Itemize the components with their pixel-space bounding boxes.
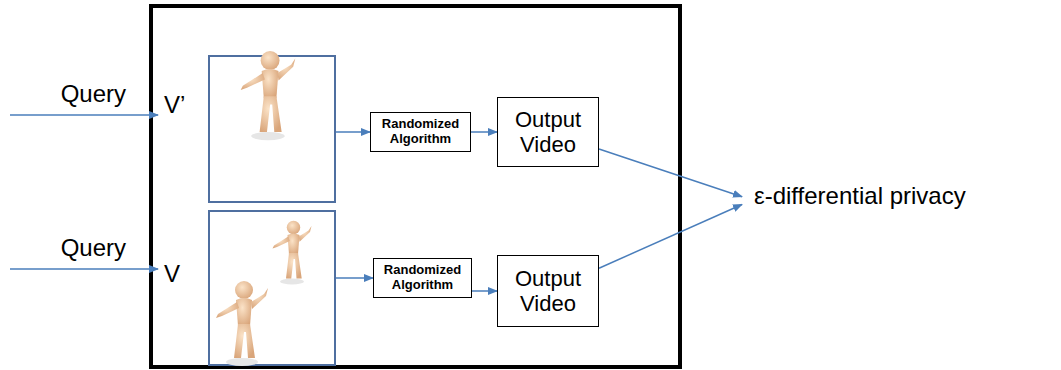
box-label: Randomized Algorithm [374, 263, 471, 293]
flow-arrow [336, 277, 373, 279]
query-input: Query [28, 234, 126, 264]
algorithm-box: Randomized Algorithm [373, 258, 472, 298]
video-label: V’ [164, 91, 185, 119]
video-frame-node: V [158, 210, 336, 366]
box-label: Output Video [498, 107, 598, 158]
text-label: Query [28, 234, 126, 262]
algorithm-box: Randomized Algorithm [370, 112, 471, 152]
query-input: Query [28, 80, 126, 110]
flow-arrow [599, 149, 742, 197]
video-label: V [164, 260, 180, 288]
text-label: ε-differential privacy [742, 182, 1042, 210]
box-label: Output Video [498, 266, 598, 317]
output-box: Output Video [497, 255, 599, 327]
flow-arrow [10, 268, 158, 270]
box-label: Randomized Algorithm [371, 117, 470, 147]
video-frame [209, 211, 335, 365]
result-label: ε-differential privacy [742, 182, 1042, 218]
text-label: Query [28, 80, 126, 108]
system-border [151, 6, 680, 367]
output-box: Output Video [497, 97, 599, 167]
flow-arrow [471, 131, 497, 133]
video-frame-node: V’ [158, 55, 336, 203]
flow-arrow [599, 204, 742, 268]
person-figure [241, 51, 296, 140]
person-figure [216, 281, 268, 366]
flow-arrow [10, 114, 158, 116]
flow-arrow [336, 131, 370, 133]
person-figure [273, 221, 312, 285]
flow-arrow [472, 290, 497, 292]
